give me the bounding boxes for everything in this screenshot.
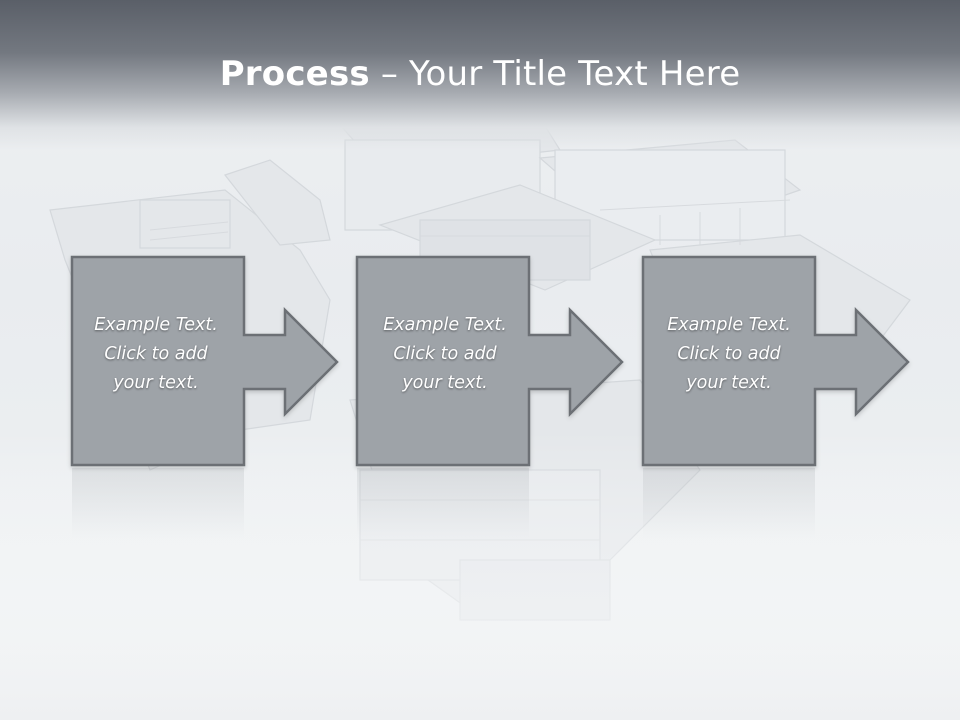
step-2-text[interactable]: Example Text. Click to add your text. xyxy=(359,311,531,398)
slide-title[interactable]: Process – Your Title Text Here xyxy=(0,52,960,96)
step-1-arrow-box[interactable] xyxy=(70,255,339,467)
step-2-line-3: your text. xyxy=(402,373,488,393)
step-1-line-2: Click to add xyxy=(104,344,208,364)
title-band xyxy=(0,0,960,150)
step-1-line-1: Example Text. xyxy=(94,315,218,335)
title-regular-part: – Your Title Text Here xyxy=(369,54,741,94)
step-1-line-3: your text. xyxy=(113,373,199,393)
step-1-text[interactable]: Example Text. Click to add your text. xyxy=(70,311,242,398)
step-3-reflection xyxy=(643,468,815,538)
step-3-line-3: your text. xyxy=(686,373,772,393)
title-bold-part: Process xyxy=(219,54,370,94)
step-2-line-1: Example Text. xyxy=(383,315,507,335)
step-2-reflection xyxy=(357,468,529,538)
step-2-line-2: Click to add xyxy=(393,344,497,364)
step-1-reflection xyxy=(72,468,244,538)
step-3-line-1: Example Text. xyxy=(667,315,791,335)
step-3-arrow-box[interactable] xyxy=(641,255,910,467)
step-3-line-2: Click to add xyxy=(677,344,781,364)
step-3-text[interactable]: Example Text. Click to add your text. xyxy=(643,311,815,398)
step-2-arrow-box[interactable] xyxy=(355,255,624,467)
